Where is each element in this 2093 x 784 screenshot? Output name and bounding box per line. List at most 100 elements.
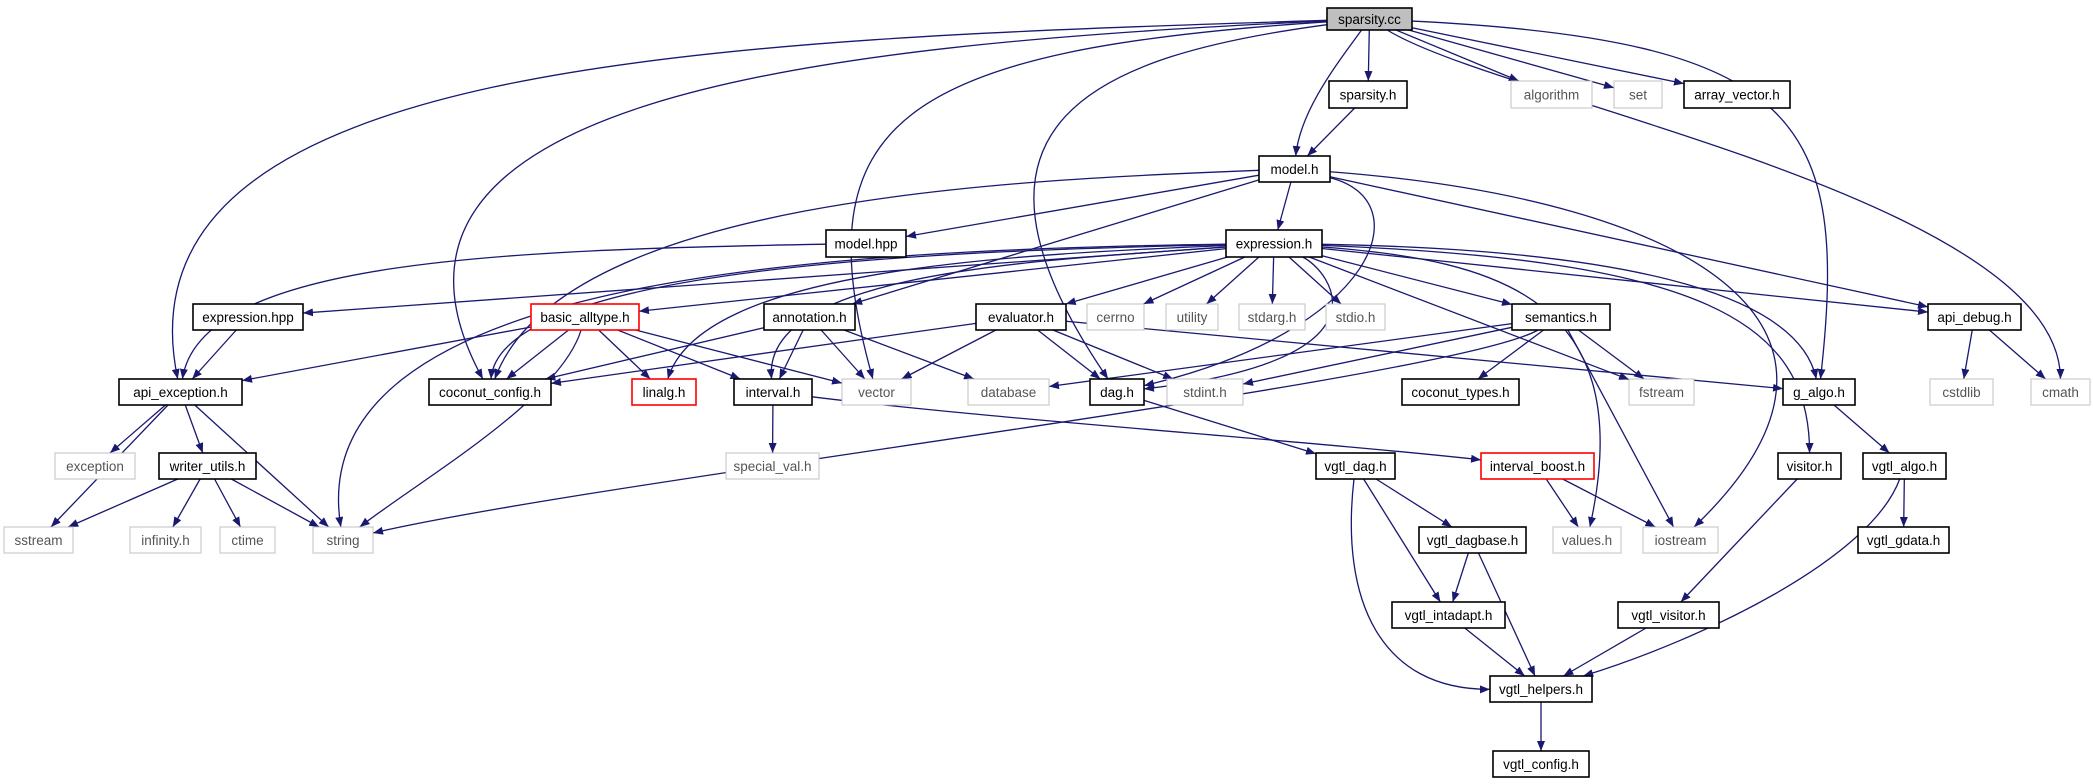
node-interval-boost-h[interactable]: interval_boost.h <box>1480 452 1595 480</box>
node-box <box>1315 452 1396 480</box>
node-label: g_algo.h <box>1793 385 1845 400</box>
node-stdarg-h: stdarg.h <box>1238 303 1306 331</box>
edge-sparsity_cc-to-model_h <box>1292 29 1363 157</box>
node-label: basic_alltype.h <box>540 310 629 325</box>
node-cstdlib: cstdlib <box>1929 378 1994 406</box>
node-label: vgtl_visitor.h <box>1631 608 1705 623</box>
node-label: database <box>981 385 1037 400</box>
node-label: model.h <box>1270 162 1318 177</box>
node-box <box>118 378 243 406</box>
edge-sparsity_cc-to-array_vector_h <box>1411 27 1685 86</box>
edge-expression_h-to-interval_h <box>766 246 1227 380</box>
edge-expression_h-to-evaluator_h <box>1065 256 1228 306</box>
node-label: vgtl_gdata.h <box>1867 533 1941 548</box>
edge-expression_h-to-semantics_h <box>1321 255 1513 306</box>
node-box <box>312 526 374 554</box>
node-vgtl-gdata-h[interactable]: vgtl_gdata.h <box>1857 526 1950 554</box>
node-label: vector <box>858 385 895 400</box>
node-model-h[interactable]: model.h <box>1258 155 1331 183</box>
node-api-debug-h[interactable]: api_debug.h <box>1927 303 2022 331</box>
node-label: set <box>1629 88 1647 103</box>
node-visitor-h[interactable]: visitor.h <box>1777 452 1842 480</box>
node-dag-h[interactable]: dag.h <box>1089 378 1145 406</box>
edge-interval_boost_h-to-values_h <box>1545 478 1579 528</box>
edge-api_exception_h-to-writer_utils_h <box>184 404 204 454</box>
edge-basic_alltype_h-to-linalg_h <box>598 329 651 380</box>
node-writer-utils-h[interactable]: writer_utils.h <box>158 452 257 480</box>
node-evaluator-h[interactable]: evaluator.h <box>975 303 1067 331</box>
edge-api_debug_h-to-cstdlib <box>1961 329 1973 380</box>
node-box <box>1492 750 1590 778</box>
node-sparsity-cc[interactable]: sparsity.cc <box>1326 7 1413 31</box>
node-model-hpp[interactable]: model.hpp <box>825 229 907 258</box>
edge-writer_utils_h-to-string <box>230 478 320 528</box>
node-expression-h[interactable]: expression.h <box>1225 229 1323 258</box>
node-linalg-h[interactable]: linalg.h <box>631 378 697 406</box>
node-coconut-config-h[interactable]: coconut_config.h <box>428 378 552 406</box>
edge-vgtl_visitor_h-to-vgtl_helpers_h <box>1563 627 1647 677</box>
node-vgtl-visitor-h[interactable]: vgtl_visitor.h <box>1617 601 1720 629</box>
edge-semantics_h-to-stdint_h <box>1242 326 1513 386</box>
edge-api_exception_h-to-exception <box>109 404 166 454</box>
edge-model_h-to-dag_h <box>1143 177 1375 388</box>
node-label: vgtl_intadapt.h <box>1405 608 1493 623</box>
edge-model_h-to-api_debug_h <box>1329 176 1929 309</box>
node-label: stdio.h <box>1336 310 1376 325</box>
node-box <box>1238 303 1306 331</box>
edge-sparsity_cc-to-set <box>1408 29 1615 89</box>
node-sstream: sstream <box>3 526 74 554</box>
node-vgtl-dag-h[interactable]: vgtl_dag.h <box>1315 452 1396 480</box>
node-stdio-h: stdio.h <box>1325 303 1386 331</box>
edge-evaluator_h-to-coconut_config_h <box>550 322 977 386</box>
node-expression-hpp[interactable]: expression.hpp <box>192 303 304 331</box>
node-vgtl-dagbase-h[interactable]: vgtl_dagbase.h <box>1418 526 1527 554</box>
node-cerrno: cerrno <box>1086 303 1145 331</box>
node-semantics-h[interactable]: semantics.h <box>1511 303 1611 331</box>
node-box <box>1480 452 1595 480</box>
node-api-exception-h[interactable]: api_exception.h <box>118 378 243 406</box>
node-basic-alltype-h[interactable]: basic_alltype.h <box>530 303 640 331</box>
node-box <box>1086 303 1145 331</box>
node-box <box>841 378 912 406</box>
edge-sparsity_cc-to-sparsity_h <box>1364 29 1373 82</box>
edge-interval_boost_h-to-iostream <box>1562 478 1656 528</box>
edge-expression_h-to-cerrno <box>1143 256 1246 305</box>
node-vgtl-config-h[interactable]: vgtl_config.h <box>1492 750 1590 778</box>
node-vgtl-helpers-h[interactable]: vgtl_helpers.h <box>1489 675 1593 703</box>
node-label: writer_utils.h <box>169 459 246 474</box>
node-values-h: values.h <box>1552 526 1622 554</box>
node-label: exception <box>66 459 124 474</box>
node-vector: vector <box>841 378 912 406</box>
edge-semantics_h-to-fstream <box>1578 329 1645 380</box>
node-box <box>1511 303 1611 331</box>
node-g-algo-h[interactable]: g_algo.h <box>1782 378 1856 406</box>
edge-expression_h-to-coconut_config_h <box>487 243 1227 380</box>
node-label: infinity.h <box>141 533 190 548</box>
node-box <box>1328 80 1408 109</box>
node-box <box>1628 378 1695 406</box>
edge-vgtl_algo_h-to-vgtl_gdata_h <box>1899 478 1908 528</box>
node-box <box>725 452 820 480</box>
node-coconut-types-h[interactable]: coconut_types.h <box>1401 378 1520 406</box>
edge-expression_h-to-string <box>335 243 1227 528</box>
node-array-vector-h[interactable]: array_vector.h <box>1683 80 1791 109</box>
node-box <box>54 452 136 480</box>
node-annotation-h[interactable]: annotation.h <box>763 303 856 331</box>
node-label: coconut_config.h <box>439 385 541 400</box>
node-vgtl-algo-h[interactable]: vgtl_algo.h <box>1862 452 1947 480</box>
node-box <box>1166 378 1244 406</box>
node-box <box>1165 303 1219 331</box>
edge-sparsity_cc-to-api_exception_h <box>171 19 1328 380</box>
node-sparsity-h[interactable]: sparsity.h <box>1328 80 1408 109</box>
node-box <box>1489 675 1593 703</box>
edge-expression_h-to-basic_alltype_h <box>638 247 1227 315</box>
node-vgtl-intadapt-h[interactable]: vgtl_intadapt.h <box>1391 601 1506 629</box>
edge-evaluator_h-to-dag_h <box>1037 329 1101 380</box>
node-interval-h[interactable]: interval.h <box>733 378 813 406</box>
node-cmath: cmath <box>2030 378 2091 406</box>
node-box <box>1418 526 1527 554</box>
node-box <box>763 303 856 331</box>
node-label: cmath <box>2042 385 2079 400</box>
edge-dag_h-to-vgtl_dag_h <box>1143 399 1317 455</box>
